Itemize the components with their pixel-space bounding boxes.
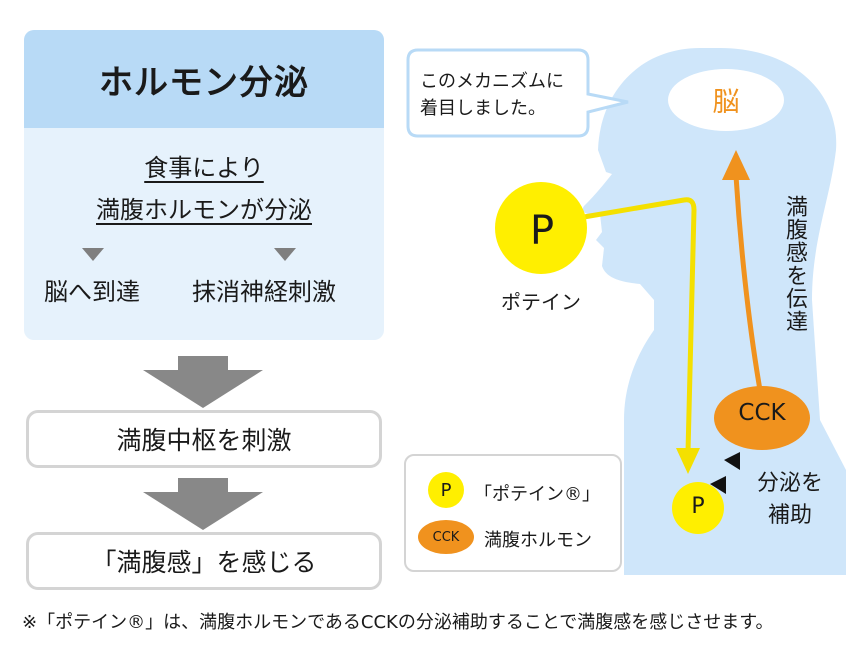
step-box-1: 満腹中枢を刺激 [26,410,382,468]
down-arrow-2 [143,492,263,530]
small-down-triangle-right [274,248,296,261]
cck-signal-arrow [733,175,763,391]
panel-line-1: 食事により [144,154,264,182]
brain-ellipse [668,69,784,131]
down-arrow-1 [143,370,263,408]
hormone-panel: ホルモン分泌 食事により 満腹ホルモンが分泌 脳へ到達 抹消神経刺激 [24,30,384,340]
cck-oval-label: CCK [738,400,786,426]
panel-line-2: 満腹ホルモンが分泌 [96,196,312,224]
step-2-text: 「満腹感」を感じる [91,548,317,577]
brain-label: 脳 [712,87,740,118]
protein-big-symbol: P [529,208,555,254]
footnote: ※「ポテイン®」は、満腹ホルモンであるCCKの分泌補助することで満腹感を感じさせ… [22,612,774,633]
cck-vertical-text: 満腹感を伝達 [782,195,807,333]
legend-protein-circle: P [428,472,464,508]
legend: P 「ポテイン®」 CCK 満腹ホルモン [404,454,622,572]
speech-bubble [406,48,629,138]
small-down-triangle-left [82,248,104,261]
panel-title: ホルモン分泌 [99,62,309,103]
outcome-brain: 脳へ到達 [44,278,140,306]
cck-oval [714,386,810,450]
bubble-text: このメカニズムに 着目しました。 [420,71,564,119]
protein-small-symbol: P [691,494,705,519]
step-1-text: 満腹中枢を刺激 [116,426,292,455]
panel-header: ホルモン分泌 [24,30,384,128]
protein-label: ポテイン [501,290,581,314]
protein-big-circle [495,182,587,274]
pointer-triangle-1 [724,452,740,470]
step-box-2: 「満腹感」を感じる [26,532,382,590]
assist-text: 分泌を 補助 [756,471,823,528]
legend-protein-text: 「ポテイン®」 [474,484,600,505]
legend-cck-oval: CCK [418,520,474,554]
outcome-nerve: 抹消神経刺激 [192,278,336,306]
protein-path-arrow [577,197,697,453]
pointer-triangle-2 [710,476,726,494]
legend-cck-text: 満腹ホルモン [484,530,592,551]
protein-small-circle [672,482,724,534]
